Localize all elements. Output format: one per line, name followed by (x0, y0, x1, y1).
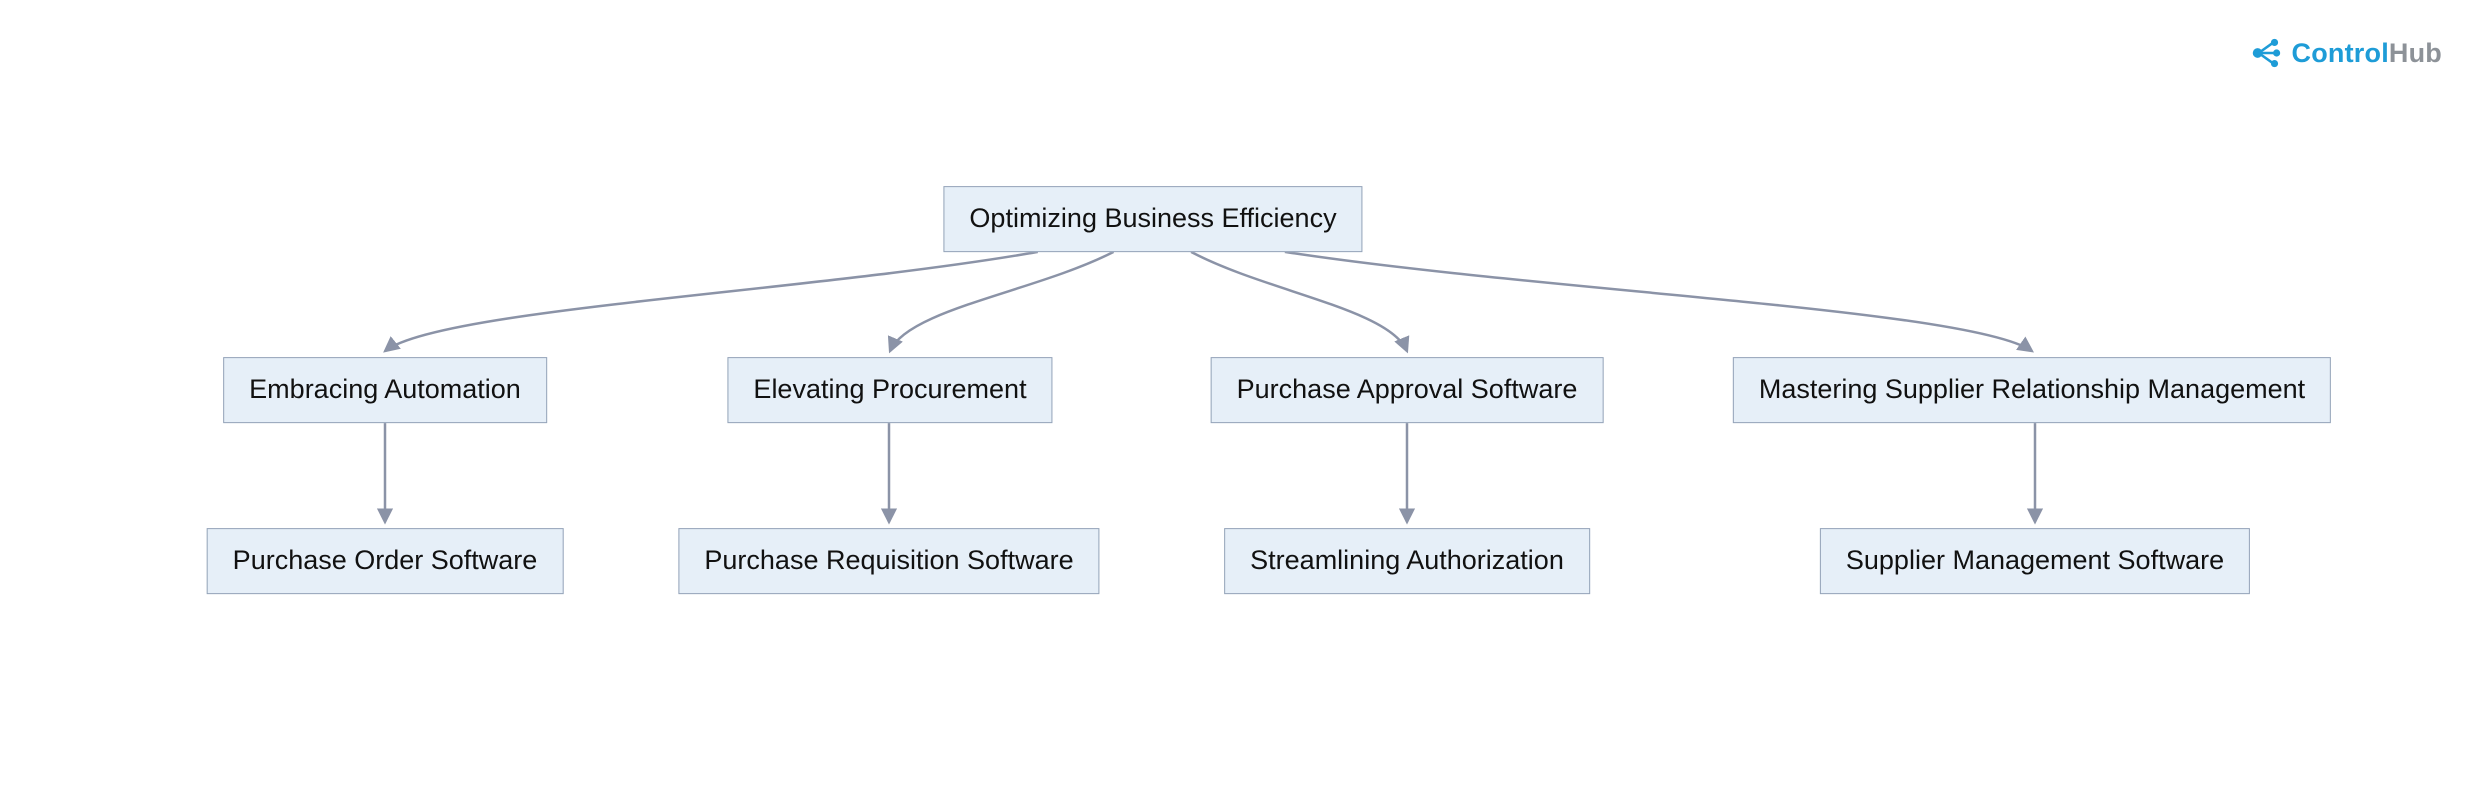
node-embracing-automation: Embracing Automation (223, 357, 547, 423)
node-purchase-approval-software: Purchase Approval Software (1210, 357, 1604, 423)
node-streamlining-authorization: Streamlining Authorization (1224, 528, 1590, 594)
controlhub-icon (2252, 38, 2280, 68)
edge-root-to-procurement (887, 250, 1115, 354)
node-mastering-supplier-relationship-management: Mastering Supplier Relationship Manageme… (1732, 357, 2332, 423)
controlhub-logo: ControlHub (2246, 34, 2442, 72)
brand-wordmark: ControlHub (2292, 38, 2442, 69)
edge-root-to-srm (1284, 250, 2034, 353)
brand-control: Control (2291, 37, 2389, 68)
node-supplier-management-software: Supplier Management Software (1819, 528, 2251, 594)
node-optimizing-business-efficiency: Optimizing Business Efficiency (943, 186, 1363, 252)
brand-hub: Hub (2388, 37, 2442, 68)
node-purchase-requisition-software: Purchase Requisition Software (678, 528, 1100, 594)
edge-root-to-automation (383, 250, 1039, 353)
node-purchase-order-software: Purchase Order Software (206, 528, 564, 594)
node-elevating-procurement: Elevating Procurement (727, 357, 1053, 423)
edge-root-to-approval (1190, 250, 1410, 354)
